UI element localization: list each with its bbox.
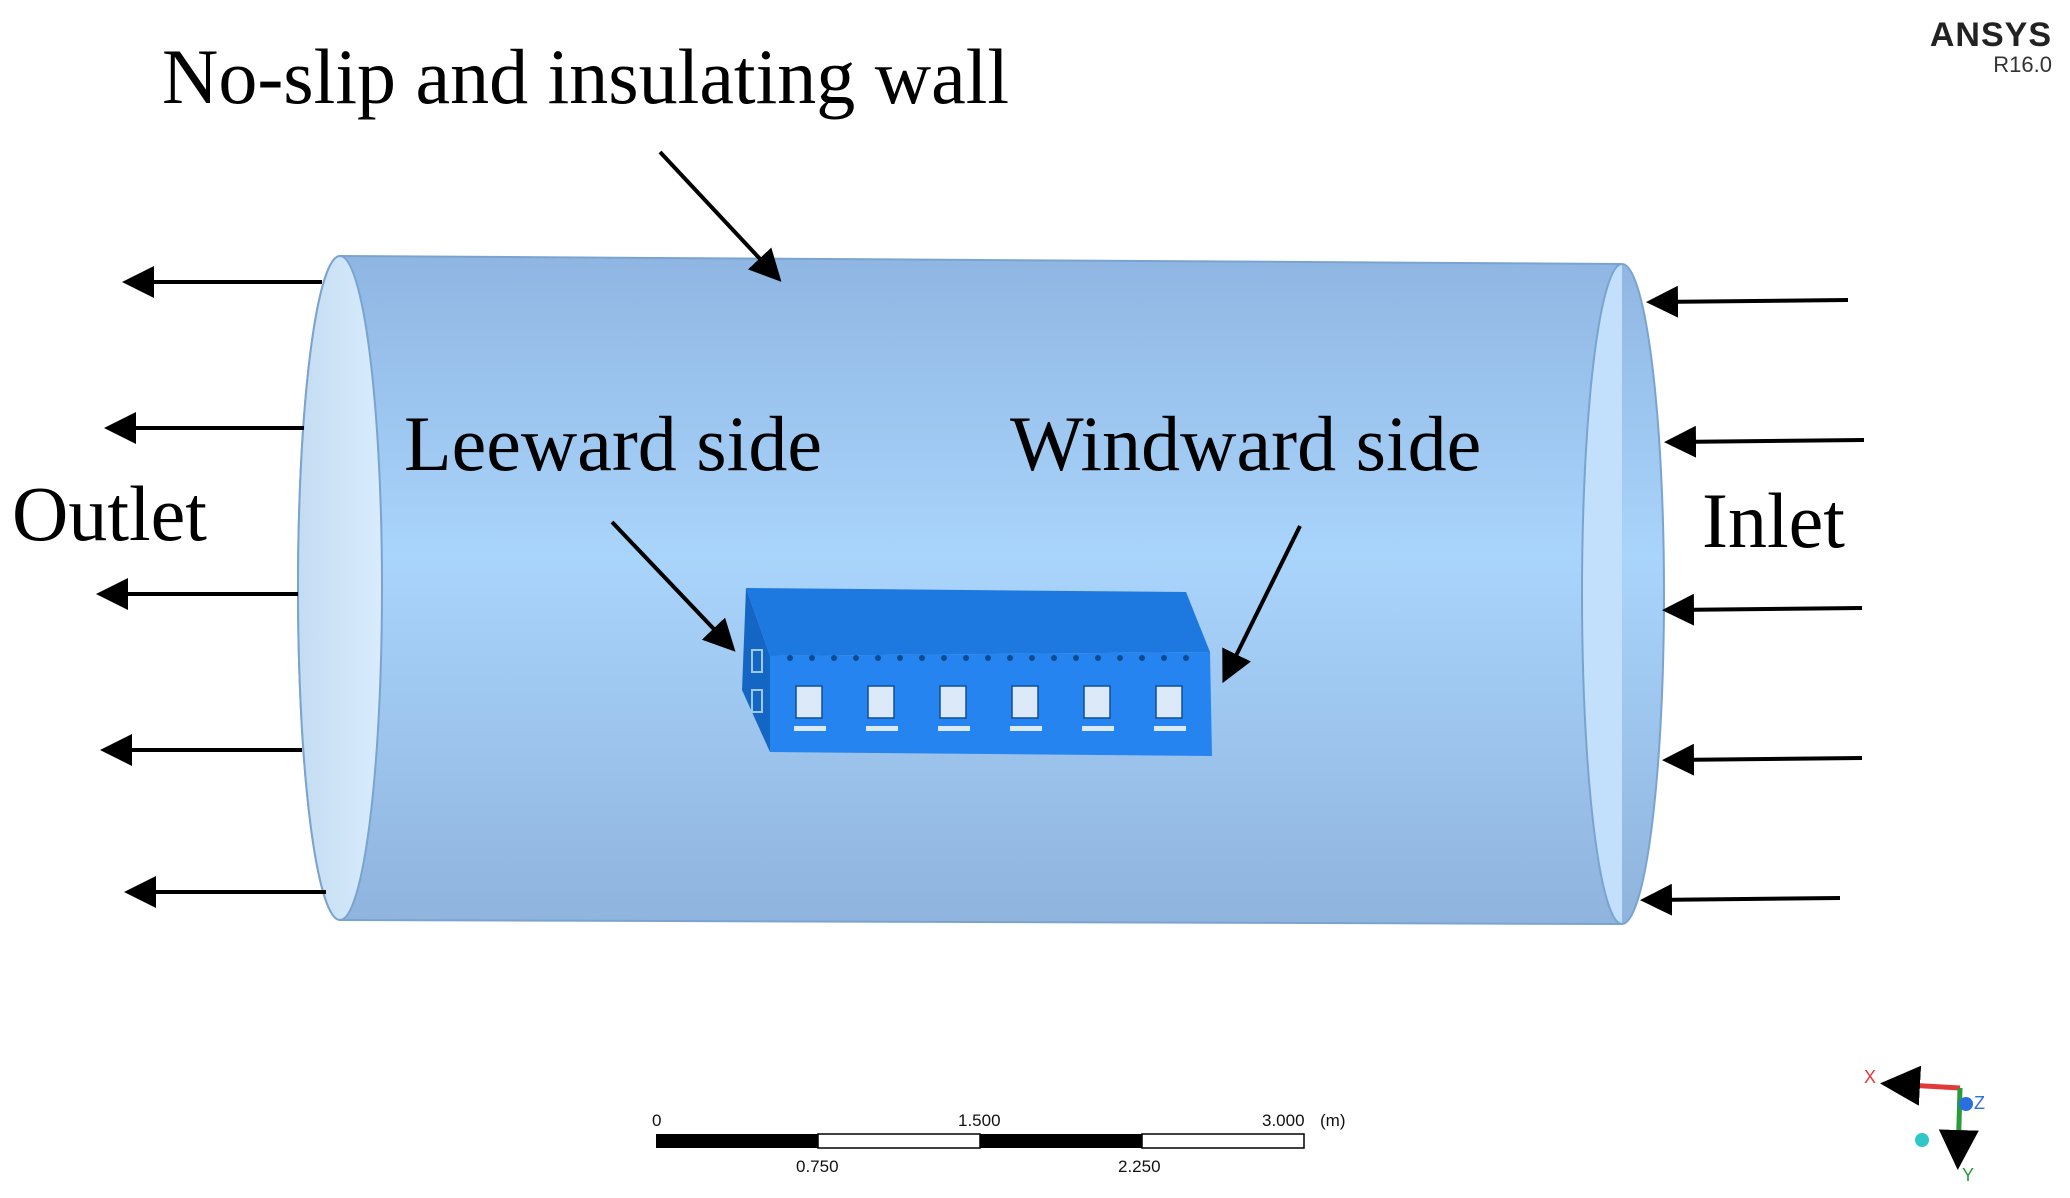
sill-5 bbox=[1082, 726, 1114, 731]
inlet-end-cap-rim bbox=[1581, 263, 1623, 925]
leeward-pointer-arrow bbox=[610, 520, 736, 652]
vent bbox=[1139, 655, 1145, 661]
scale-segment-1 bbox=[656, 1134, 818, 1148]
vent bbox=[1051, 655, 1057, 661]
vent bbox=[1073, 655, 1079, 661]
inlet-arrow-4 bbox=[1662, 743, 1863, 776]
vent bbox=[831, 655, 837, 661]
wall-pointer-arrow bbox=[658, 150, 782, 282]
train-windows bbox=[795, 685, 1183, 719]
vent bbox=[985, 655, 991, 661]
window-4 bbox=[1011, 685, 1039, 719]
train-leeward-openings bbox=[751, 649, 763, 713]
vent bbox=[1029, 655, 1035, 661]
window-5 bbox=[1083, 685, 1111, 719]
pointer-arrows bbox=[610, 150, 1302, 684]
vent bbox=[1007, 655, 1013, 661]
sill-3 bbox=[938, 726, 970, 731]
z-axis-dot bbox=[1959, 1097, 1973, 1111]
vent bbox=[809, 655, 815, 661]
inlet-label: Inlet bbox=[1702, 477, 1845, 564]
window-6 bbox=[1155, 685, 1183, 719]
scale-segment-4 bbox=[1141, 1133, 1305, 1149]
inlet-arrow-5 bbox=[1640, 883, 1841, 916]
train-side-face bbox=[770, 652, 1212, 756]
vent bbox=[1161, 655, 1167, 661]
brand-name: ANSYS bbox=[1929, 16, 2052, 54]
vent bbox=[941, 655, 947, 661]
leeward-side-label: Leeward side bbox=[404, 400, 822, 487]
train-roof bbox=[746, 588, 1210, 656]
scale-label-3000: 3.000 bbox=[1262, 1111, 1305, 1130]
outlet-end-cap bbox=[297, 255, 383, 921]
window-3 bbox=[939, 685, 967, 719]
scale-bar bbox=[656, 1133, 1305, 1149]
window-2 bbox=[867, 685, 895, 719]
y-axis-line bbox=[1938, 1087, 1979, 1170]
scale-label-2250: 2.250 bbox=[1118, 1157, 1161, 1176]
vent bbox=[853, 655, 859, 661]
cylinder-body bbox=[297, 254, 1665, 926]
inlet-arrow-3 bbox=[1662, 593, 1863, 626]
vent bbox=[897, 655, 903, 661]
windward-pointer-arrow bbox=[1222, 525, 1302, 684]
outlet-flow-arrows bbox=[96, 266, 326, 908]
brand-version: R16.0 bbox=[1993, 52, 2052, 77]
vent bbox=[1117, 655, 1123, 661]
triad-z-label: Z bbox=[1974, 1093, 1985, 1113]
vent bbox=[919, 655, 925, 661]
triad-y-label: Y bbox=[1962, 1165, 1975, 1185]
scale-unit: (m) bbox=[1320, 1111, 1346, 1130]
train-window-sills bbox=[794, 726, 1186, 731]
scale-label-0750: 0.750 bbox=[796, 1157, 839, 1176]
inlet-arrow-1 bbox=[1646, 285, 1849, 318]
inlet-flow-arrows bbox=[1640, 285, 1865, 916]
outlet-label: Outlet bbox=[12, 470, 207, 557]
vent bbox=[875, 655, 881, 661]
train-model bbox=[742, 588, 1212, 756]
inlet-arrow-2 bbox=[1664, 425, 1865, 458]
vent bbox=[963, 655, 969, 661]
scale-label-1500: 1.500 bbox=[958, 1111, 1001, 1130]
coordinate-triad bbox=[1880, 1065, 1979, 1170]
sill-2 bbox=[866, 726, 898, 731]
triad-x-label: X bbox=[1864, 1067, 1877, 1087]
leeward-opening bbox=[751, 689, 763, 713]
ansys-logo: ANSYS R16.0 bbox=[1930, 18, 2052, 76]
sill-4 bbox=[1010, 726, 1042, 731]
scale-label-0: 0 bbox=[652, 1111, 662, 1130]
leeward-opening bbox=[751, 649, 763, 673]
origin-sphere bbox=[1915, 1133, 1929, 1147]
wall-label: No-slip and insulating wall bbox=[162, 33, 1010, 120]
vent bbox=[1095, 655, 1101, 661]
scale-segment-2 bbox=[817, 1133, 981, 1149]
windward-side-label: Windward side bbox=[1010, 400, 1482, 487]
window-1 bbox=[795, 685, 823, 719]
flow-domain-cylinder bbox=[297, 254, 1665, 926]
scale-segment-3 bbox=[980, 1134, 1142, 1148]
vent bbox=[1183, 655, 1189, 661]
train-roof-vents bbox=[787, 655, 1189, 661]
sill-1 bbox=[794, 726, 826, 731]
x-axis-line bbox=[1880, 1065, 1961, 1106]
vent bbox=[787, 655, 793, 661]
sill-6 bbox=[1154, 726, 1186, 731]
